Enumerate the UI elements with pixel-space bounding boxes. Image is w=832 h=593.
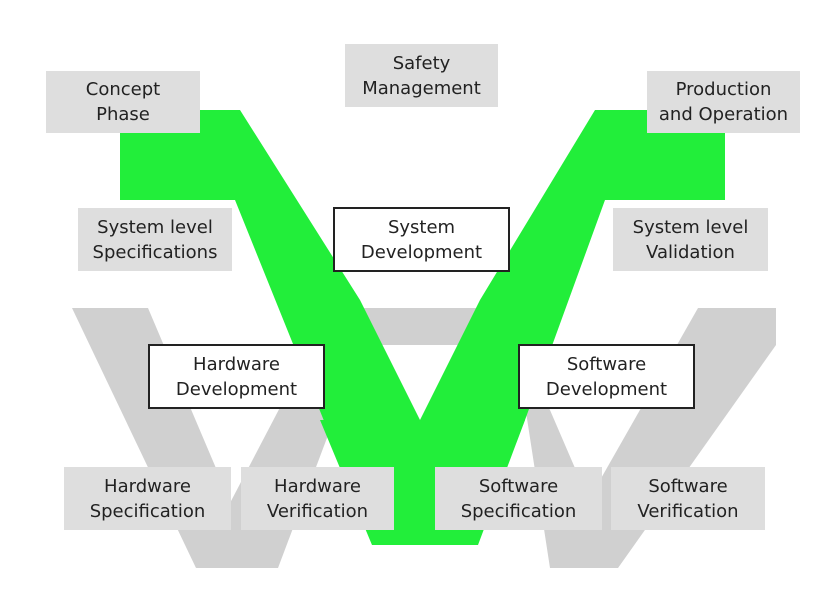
software-development-box: Software Development	[518, 344, 695, 409]
hardware-verification-box: Hardware Verification	[241, 467, 394, 530]
system-level-validation-line1: System level	[632, 216, 749, 238]
software-verification-line2: Verification	[637, 500, 739, 522]
system-development-line1: System	[387, 216, 456, 238]
software-verification-box: Software Verification	[611, 467, 765, 530]
production-operation-box: Production and Operation	[647, 71, 800, 133]
system-level-validation-box: System level Validation	[613, 208, 768, 271]
hardware-specification-box: Hardware Specification	[64, 467, 231, 530]
hardware-verification-line2: Verification	[266, 500, 369, 522]
software-specification-line2: Specification	[460, 500, 577, 522]
production-operation-line1: Production	[675, 79, 772, 100]
software-verification-line1: Software	[648, 475, 728, 497]
software-development-line2: Development	[545, 378, 668, 400]
system-level-specifications-box: System level Specifications	[78, 208, 232, 271]
hardware-verification-line1: Hardware	[274, 475, 361, 497]
hardware-development-box: Hardware Development	[148, 344, 325, 409]
system-level-specifications-line2: Specifications	[92, 241, 218, 263]
concept-phase-box: Concept Phase	[46, 71, 200, 133]
system-development-line2: Development	[360, 241, 483, 263]
hardware-development-line2: Development	[175, 378, 298, 400]
software-specification-line1: Software	[478, 475, 559, 497]
concept-phase-line2: Phase	[96, 104, 150, 125]
system-development-box: System Development	[333, 207, 510, 272]
system-level-specifications-line1: System level	[97, 216, 213, 238]
software-specification-box: Software Specification	[435, 467, 602, 530]
hardware-specification-line2: Specification	[89, 500, 206, 522]
hardware-specification-line1: Hardware	[104, 475, 191, 497]
production-operation-line2: and Operation	[658, 104, 789, 125]
safety-management-line1: Safety	[392, 52, 451, 74]
concept-phase-line1: Concept	[85, 79, 161, 100]
domain-w-right-arm	[550, 308, 776, 568]
safety-management-line2: Management	[362, 77, 481, 99]
software-development-line1: Software	[566, 353, 647, 375]
safety-management-box: Safety Management	[345, 44, 498, 107]
hardware-development-line1: Hardware	[193, 353, 280, 375]
system-level-validation-line2: Validation	[646, 241, 735, 263]
